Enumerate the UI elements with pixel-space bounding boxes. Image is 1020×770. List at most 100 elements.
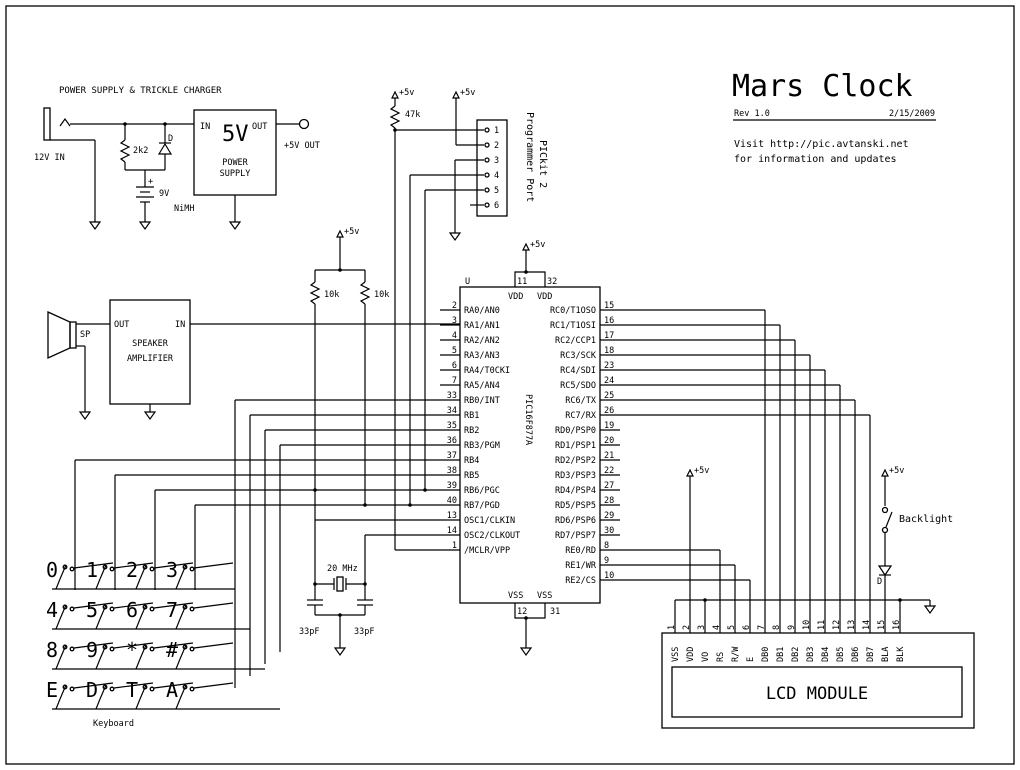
mcu-pin-name: /MCLR/VPP bbox=[464, 546, 510, 556]
lcd-pin-name: E bbox=[746, 657, 756, 662]
mcu-pin-name: RE2/CS bbox=[565, 576, 596, 586]
mcu-pin-name: RB3/PGM bbox=[464, 441, 500, 451]
ground-icon bbox=[143, 411, 157, 421]
mcu-pin-number: 39 bbox=[447, 481, 457, 491]
mcu-pin-number: 37 bbox=[447, 451, 457, 461]
programmer-pin-icon bbox=[484, 127, 490, 133]
mcu-pin-name: RE1/WR bbox=[565, 561, 597, 571]
programmer-pin-number: 3 bbox=[494, 156, 499, 166]
lcd-pin-name: DB1 bbox=[776, 647, 786, 662]
diode-label: D bbox=[168, 134, 173, 144]
mcu-pin-number: 1 bbox=[452, 541, 457, 551]
mcu-pin-name: RC1/T1OSI bbox=[550, 321, 596, 331]
key-switch-icon bbox=[179, 684, 187, 700]
lcd-pin-number: 2 bbox=[682, 625, 692, 630]
lcd-pin-name: BLK bbox=[896, 646, 906, 662]
key-A: A bbox=[166, 678, 178, 702]
lcd-pin-number: 4 bbox=[712, 625, 722, 630]
lcd-pin-name: DB6 bbox=[851, 647, 861, 662]
info-line-1: Visit http://pic.avtanski.net bbox=[734, 139, 909, 150]
mcu-pin-number: 28 bbox=[604, 496, 614, 506]
programmer-pin-number: 4 bbox=[494, 171, 499, 181]
key-6: 6 bbox=[126, 598, 138, 622]
mcu-pin-number: 17 bbox=[604, 331, 614, 341]
lcd-pin-number: 7 bbox=[757, 625, 767, 630]
schematic-title: Mars Clock bbox=[732, 69, 913, 104]
mcu-part: PIC16F877A bbox=[523, 394, 533, 445]
mcu-pin-name: RC6/TX bbox=[565, 396, 597, 406]
key-switch-icon bbox=[59, 644, 67, 660]
mcu-pin-number: 3 bbox=[452, 316, 457, 326]
battery-icon bbox=[136, 186, 154, 203]
mcu-pin-number: 19 bbox=[604, 421, 614, 431]
backlight-diode-label: D bbox=[877, 577, 882, 587]
mcu-pin-number: 25 bbox=[604, 391, 614, 401]
key-switch-icon bbox=[139, 684, 147, 700]
lcd-pin-number: 10 bbox=[802, 620, 812, 630]
resistor-2k2-icon bbox=[119, 139, 131, 163]
key-T: T bbox=[126, 678, 138, 702]
key-*: * bbox=[126, 638, 138, 662]
vss-pin: 12 bbox=[517, 607, 527, 617]
lcd-pin-number: 3 bbox=[697, 625, 707, 630]
key-9: 9 bbox=[86, 638, 98, 662]
resistor-label: 2k2 bbox=[133, 146, 148, 156]
mcu-pin-name: RB1 bbox=[464, 411, 479, 421]
mcu-pin-number: 20 bbox=[604, 436, 614, 446]
mcu-pin-name: RB4 bbox=[464, 456, 479, 466]
battery-plus: + bbox=[148, 177, 153, 187]
revision: Rev 1.0 bbox=[734, 109, 770, 119]
backlight-diode-icon bbox=[877, 565, 893, 577]
mcu-pin-number: 40 bbox=[447, 496, 457, 506]
mcu-pin-name: RD1/PSP1 bbox=[555, 441, 596, 451]
key-0: 0 bbox=[46, 558, 58, 582]
lcd-pin-name: RS bbox=[716, 652, 726, 662]
lcd-pin-name: DB7 bbox=[866, 647, 876, 662]
key-#: # bbox=[166, 638, 178, 662]
vdd-label: VDD bbox=[508, 292, 523, 302]
ground-icon bbox=[78, 411, 92, 421]
keyboard-label: Keyboard bbox=[93, 719, 134, 729]
mcu-pin-number: 10 bbox=[604, 571, 614, 581]
mcu-pin-name: RD3/PSP3 bbox=[555, 471, 596, 481]
key-4: 4 bbox=[46, 598, 58, 622]
power-supply-heading: POWER SUPPLY & TRICKLE CHARGER bbox=[59, 86, 222, 96]
mcu-pin-name: RC5/SDO bbox=[560, 381, 596, 391]
pullup-label: 47k bbox=[405, 110, 420, 120]
key-switch-icon bbox=[99, 684, 107, 700]
output-terminal-icon bbox=[298, 118, 310, 130]
mcu-pin-name: RB7/PGD bbox=[464, 501, 500, 511]
key-2: 2 bbox=[126, 558, 138, 582]
speaker-icon bbox=[47, 310, 71, 360]
key-1: 1 bbox=[86, 558, 98, 582]
mcu-pin-name: RA5/AN4 bbox=[464, 381, 500, 391]
mcu-pin-number: 22 bbox=[604, 466, 614, 476]
mcu-pin-number: 30 bbox=[604, 526, 614, 536]
mcu-pin-number: 27 bbox=[604, 481, 614, 491]
key-E: E bbox=[46, 678, 58, 702]
mcu-pin-number: 24 bbox=[604, 376, 614, 386]
mcu-pin-name: RA0/AN0 bbox=[464, 306, 500, 316]
mcu-pin-number: 36 bbox=[447, 436, 457, 446]
mcu-pin-name: RA1/AN1 bbox=[464, 321, 500, 331]
lcd-pin-number: 11 bbox=[817, 620, 827, 630]
mcu-pin-name: RB2 bbox=[464, 426, 479, 436]
mcu-pin-number: 5 bbox=[452, 346, 457, 356]
mcu-pin-name: RC3/SCK bbox=[560, 351, 597, 361]
supply-label: +5v bbox=[344, 227, 359, 237]
mcu-pin-number: 16 bbox=[604, 316, 614, 326]
input-label: 12V IN bbox=[34, 153, 65, 163]
programmer-pin-icon bbox=[484, 157, 490, 163]
resistor-10k-icon bbox=[309, 281, 321, 305]
mcu-pin-number: 35 bbox=[447, 421, 457, 431]
lcd-pin-name: R/W bbox=[731, 646, 741, 662]
lcd-pin-number: 16 bbox=[892, 620, 902, 630]
lcd-body bbox=[661, 632, 975, 729]
dc-jack-icon bbox=[43, 107, 51, 141]
title-block: Mars Clock Rev 1.0 2/15/2009 Visit http:… bbox=[732, 69, 936, 165]
lcd-pin-number: 1 bbox=[667, 625, 677, 630]
crystal-icon bbox=[336, 576, 344, 592]
